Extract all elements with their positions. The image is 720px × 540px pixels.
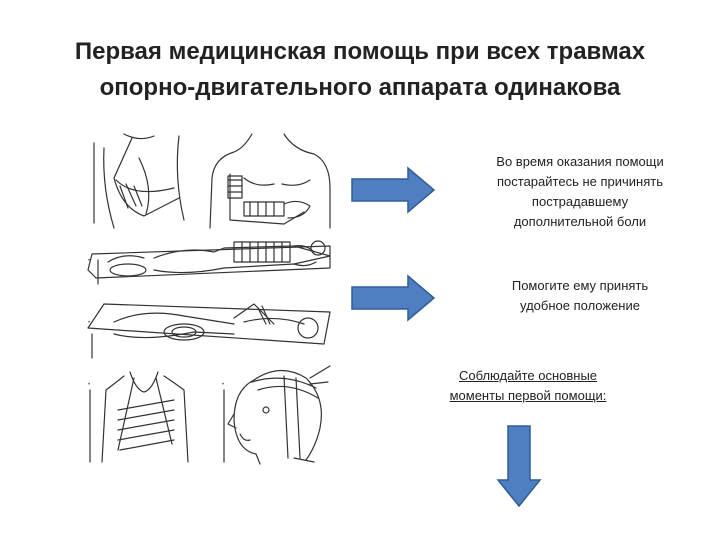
svg-text:•: • [222, 382, 224, 388]
tip-avoid-pain: Во время оказания помощи постарайтесь не… [450, 152, 710, 232]
svg-text:•: • [88, 382, 90, 388]
down-arrow-icon [496, 425, 542, 508]
tip-comfortable-position: Помогите ему принять удобное положение [455, 276, 705, 316]
title-line-2: опорно-двигательного аппарата одинакова [99, 74, 621, 101]
chest-bandage-figure [89, 371, 189, 463]
tip-line: дополнительной боли [513, 214, 647, 229]
svg-text:•: • [88, 258, 90, 264]
bandaged-arm-figure [209, 133, 331, 229]
title-line-1: Первая медицинская помощь при всех травм… [74, 38, 646, 65]
tip-key-points: Соблюдайте основные моменты первой помощ… [408, 366, 648, 406]
tip-line: постарайтесь не причинять [497, 174, 663, 189]
svg-text:•: • [88, 320, 90, 326]
tip-line: пострадавшему [531, 194, 629, 209]
tip-line: Во время оказания помощи [496, 154, 664, 169]
right-arrow-icon [351, 274, 436, 322]
tip-line: моменты первой помощи: [449, 388, 607, 403]
right-arrow-icon [351, 166, 436, 214]
first-aid-illustration: • • • • [87, 133, 331, 465]
recovery-position-figure [87, 303, 331, 359]
tip-line: Соблюдайте основные [458, 368, 598, 383]
tip-line: удобное положение [520, 298, 640, 313]
slide-title: Первая медицинская помощь при всех травм… [30, 34, 690, 106]
arm-sling-figure [93, 133, 185, 229]
splinted-leg-figure [87, 240, 331, 285]
head-bandage-figure [223, 365, 331, 465]
tip-line: Помогите ему принять [511, 278, 649, 293]
